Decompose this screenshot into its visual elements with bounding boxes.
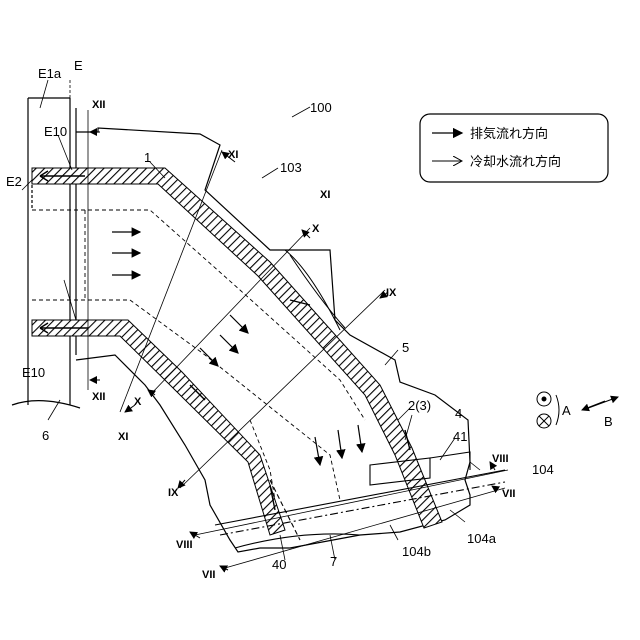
label-41: 41 (453, 429, 467, 444)
mark-vii-right: VII (502, 488, 515, 500)
label-104b: 104b (402, 544, 431, 559)
mark-xi-mid: XI (320, 189, 330, 201)
mark-viii-left: VIII (176, 539, 193, 551)
label-103: 103 (280, 160, 302, 175)
mark-xii-top: XII (92, 99, 105, 111)
label-1: 1 (144, 150, 151, 165)
label-100: 100 (310, 100, 332, 115)
mark-xi-bottom: XI (118, 431, 128, 443)
label-5: 5 (402, 340, 409, 355)
mark-ix-top: IX (386, 287, 397, 299)
label-b: B (604, 414, 613, 429)
label-e10-top: E10 (44, 124, 67, 139)
mark-viii-right: VIII (492, 453, 509, 465)
label-e10-bottom: E10 (22, 365, 45, 380)
label-6: 6 (42, 428, 49, 443)
mark-ix-bottom: IX (168, 487, 179, 499)
mark-x-top: X (312, 223, 320, 235)
engine-block (12, 98, 80, 408)
label-a: A (562, 403, 571, 418)
label-104: 104 (532, 462, 554, 477)
mark-xi-top: XI (228, 149, 238, 161)
mark-xii-bottom: XII (92, 391, 105, 403)
internal-passage (32, 210, 365, 500)
label-2-3: 2(3) (408, 398, 431, 413)
label-e2: E2 (6, 174, 22, 189)
mark-vii-left: VII (202, 569, 215, 581)
legend-exhaust-flow-label: 排気流れ方向 (470, 126, 548, 141)
label-7: 7 (330, 554, 337, 569)
label-e: E (74, 58, 83, 73)
label-104a: 104a (467, 531, 497, 546)
mark-x-bottom: X (134, 396, 142, 408)
legend: 排気流れ方向 冷却水流れ方向 (420, 114, 608, 182)
label-e1a: E1a (38, 66, 62, 81)
label-4: 4 (455, 406, 462, 421)
legend-coolant-flow-label: 冷却水流れ方向 (470, 154, 561, 169)
label-40: 40 (272, 557, 286, 572)
